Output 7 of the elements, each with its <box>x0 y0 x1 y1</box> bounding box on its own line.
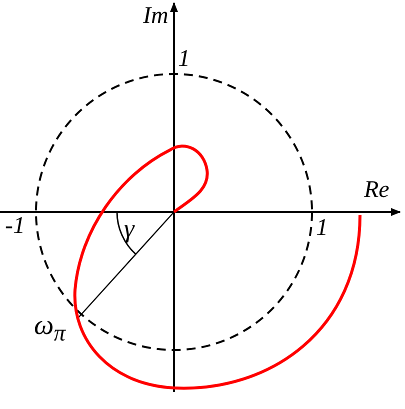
tick-label: -1 <box>5 214 25 238</box>
axis-label: Re <box>364 178 390 202</box>
tick-label: 1 <box>178 47 190 71</box>
angle-label: γ <box>124 216 134 242</box>
axis-label: Im <box>143 4 168 28</box>
point-label: ω$_{π}$ <box>34 312 66 346</box>
tick-label: 1 <box>316 216 328 240</box>
